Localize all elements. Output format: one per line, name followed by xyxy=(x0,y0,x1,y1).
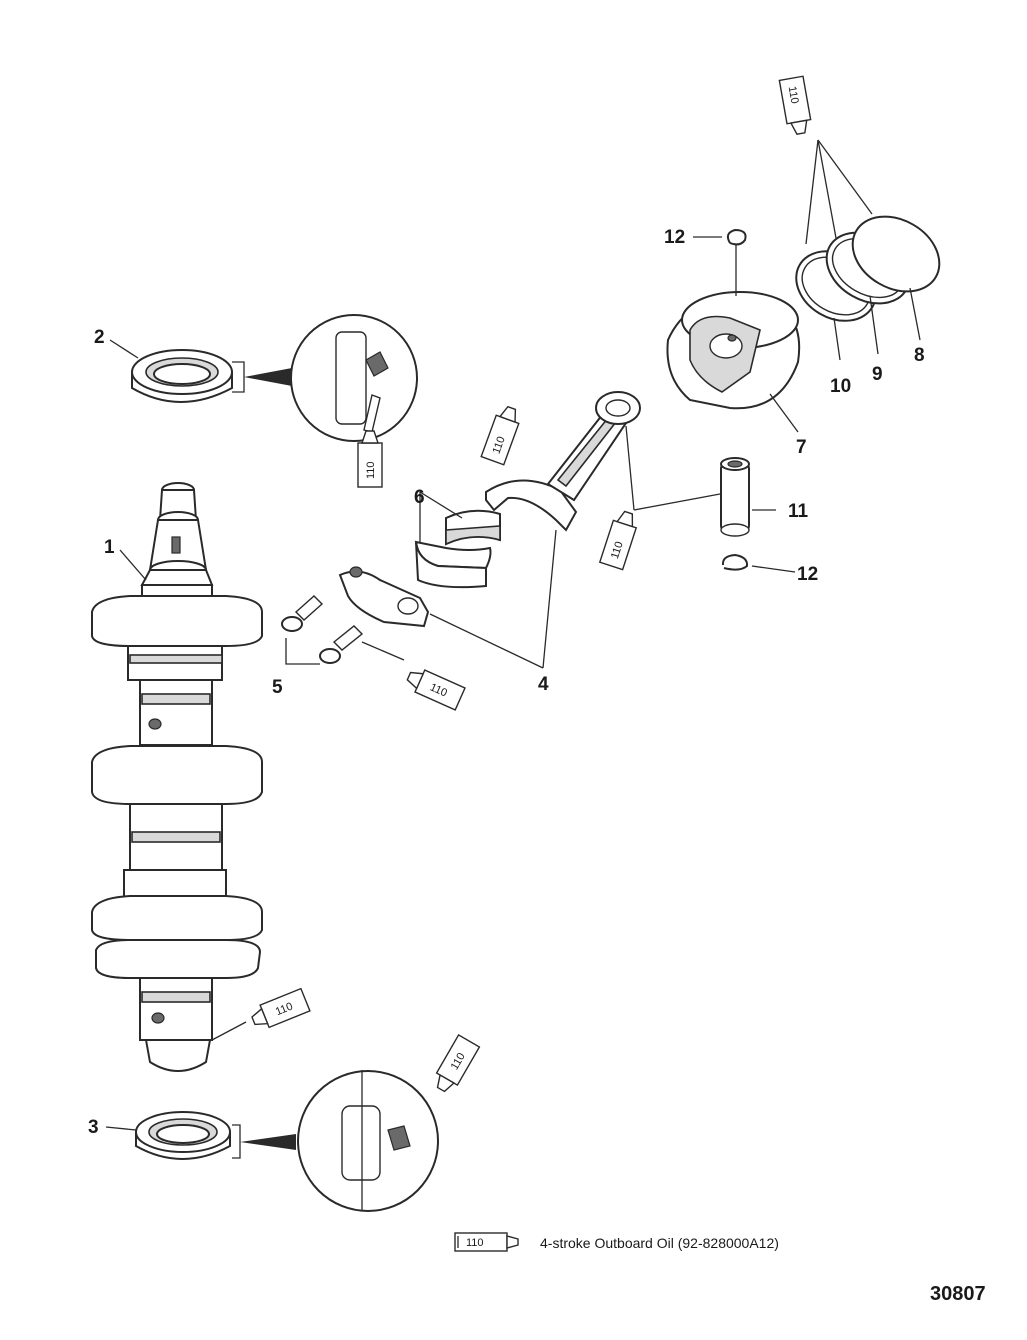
piston-ring-oil xyxy=(851,215,941,293)
callout-2: 2 xyxy=(94,327,105,348)
legend-text: 4-stroke Outboard Oil (92-828000A12) xyxy=(540,1235,779,1251)
legend: 110 4-stroke Outboard Oil (92-828000A12) xyxy=(454,1232,779,1252)
connecting-rod xyxy=(338,391,641,628)
piston-pin-clip-upper xyxy=(726,228,747,246)
callout-9: 9 xyxy=(872,364,883,385)
callout-12-upper: 12 xyxy=(664,227,685,248)
callout-5: 5 xyxy=(272,677,283,698)
legend-tube-icon: 110 xyxy=(454,1232,519,1252)
callout-4: 4 xyxy=(538,674,549,695)
lubricant-tube-rod: 110 xyxy=(480,405,520,466)
crankshaft xyxy=(91,482,263,1072)
callout-12-lower: 12 xyxy=(797,564,818,585)
callout-11: 11 xyxy=(788,501,809,522)
seal-upper-detail-view xyxy=(232,314,418,442)
tube-label-seal-upper: 110 xyxy=(365,461,377,479)
seal-lower-detail-view xyxy=(232,1070,439,1212)
lubricant-tube-pin: 110 xyxy=(598,510,638,571)
callout-10: 10 xyxy=(830,376,851,397)
figure-number: 30807 xyxy=(930,1283,986,1305)
tube-label-pin: 110 xyxy=(609,540,626,560)
oil-seal-upper xyxy=(131,349,233,403)
leader-lines xyxy=(105,139,921,1131)
callout-1: 1 xyxy=(104,537,115,558)
connecting-rod-bolts xyxy=(281,595,364,664)
callout-8: 8 xyxy=(914,345,925,366)
piston-pin-clip-lower xyxy=(721,553,749,571)
lubricant-tube-rings: 110 xyxy=(778,75,812,135)
callout-6: 6 xyxy=(414,487,425,508)
legend-tube-label: 110 xyxy=(466,1237,484,1249)
bearing-inserts xyxy=(414,509,501,589)
lubricant-tube-seal-upper: 110 xyxy=(357,430,383,488)
callout-7: 7 xyxy=(796,437,807,458)
piston-pin xyxy=(720,457,750,537)
piston xyxy=(666,291,801,410)
lubricant-tube-crank: 110 xyxy=(251,987,311,1029)
callout-3: 3 xyxy=(88,1117,99,1138)
callout-numbers: 1 2 3 4 5 6 7 8 9 10 11 12 12 xyxy=(88,227,925,1138)
oil-seal-lower xyxy=(135,1111,231,1160)
tube-label-rings: 110 xyxy=(786,85,801,104)
lubricant-tube-seal-lower: 110 xyxy=(435,1033,481,1093)
tube-label-rod: 110 xyxy=(491,435,508,456)
lubricant-tube-bolts: 110 xyxy=(406,669,466,711)
